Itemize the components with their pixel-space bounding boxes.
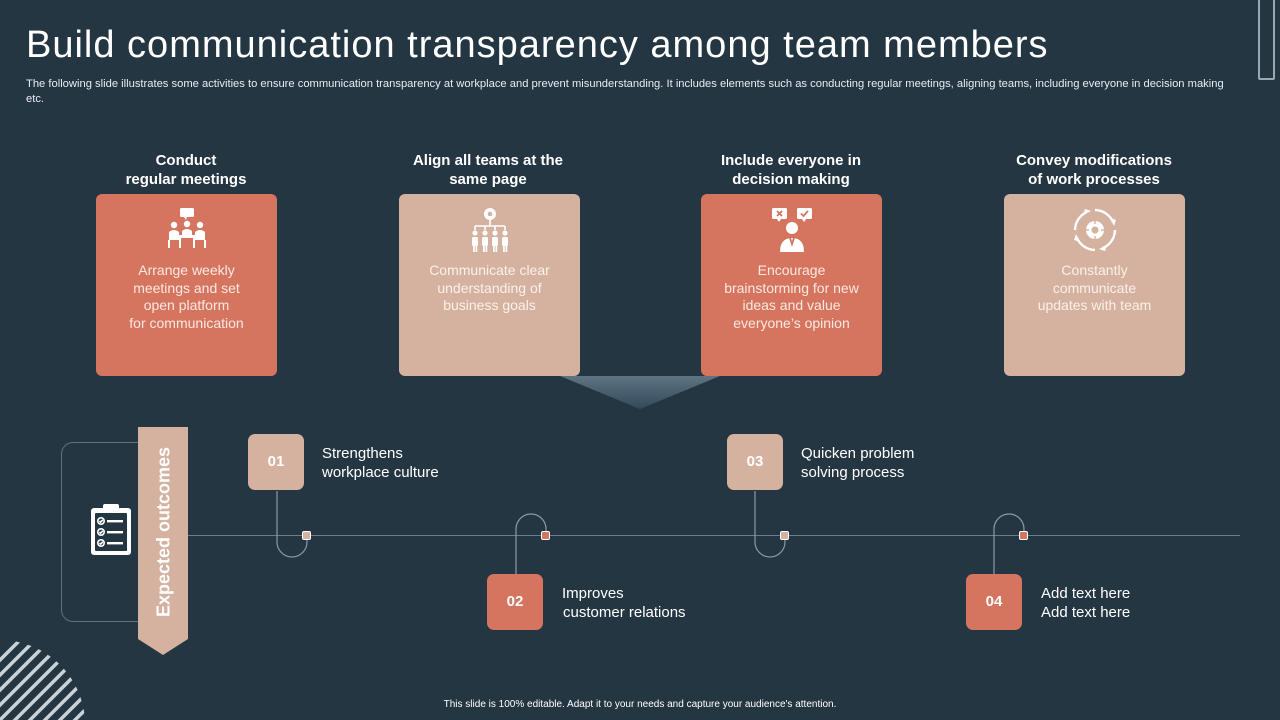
process-cycle-icon bbox=[1073, 208, 1116, 252]
activity-heading-3: Include everyone in decision making bbox=[720, 152, 862, 188]
footer-note: This slide is 100% editable. Adapt it to… bbox=[443, 699, 837, 710]
decorative-stripes bbox=[0, 640, 85, 720]
activity-description-4: Constantly communicate updates with team bbox=[1037, 262, 1152, 313]
expected-outcomes-label: Expected outcomes bbox=[153, 446, 174, 618]
outcome-text-2: Improves customer relations bbox=[562, 585, 686, 621]
timeline-marker-4 bbox=[1019, 531, 1028, 540]
activity-heading-2: Align all teams at the same page bbox=[412, 152, 564, 188]
timeline-axis bbox=[188, 535, 1240, 536]
corner-decoration bbox=[1258, 0, 1275, 80]
outcome-number-3: 03 bbox=[727, 434, 783, 490]
outcome-number-4: 04 bbox=[966, 574, 1022, 630]
outcome-text-1: Strengthens workplace culture bbox=[322, 445, 439, 481]
timeline-marker-3 bbox=[780, 531, 789, 540]
outcome-text-4: Add text here Add text here bbox=[1041, 585, 1131, 621]
chevron-down-pointer bbox=[560, 376, 720, 409]
outcome-text-3: Quicken problem solving process bbox=[801, 445, 915, 481]
activity-card-align-teams: Communicate clear understanding of busin… bbox=[399, 194, 580, 376]
slide-subtitle: The following slide illustrates some act… bbox=[26, 78, 1224, 105]
meeting-icon bbox=[167, 208, 206, 248]
decision-icon bbox=[771, 208, 812, 252]
activity-heading-1: Conduct regular meetings bbox=[125, 152, 247, 188]
outcome-number-2: 02 bbox=[487, 574, 543, 630]
slide-title: Build communication transparency among t… bbox=[26, 24, 1049, 66]
team-hierarchy-icon bbox=[471, 208, 508, 252]
activity-card-meetings: Arrange weekly meetings and set open pla… bbox=[96, 194, 277, 376]
timeline-marker-1 bbox=[302, 531, 311, 540]
outcome-number-1: 01 bbox=[248, 434, 304, 490]
expected-outcomes-banner bbox=[138, 427, 188, 655]
outcomes-bracket bbox=[61, 442, 171, 622]
clipboard-checklist-icon bbox=[91, 504, 131, 555]
activity-description-2: Communicate clear understanding of busin… bbox=[429, 262, 550, 313]
activity-card-work-processes: Constantly communicate updates with team bbox=[1004, 194, 1185, 376]
activity-card-decision-making: Encourage brainstorming for new ideas an… bbox=[701, 194, 882, 376]
activity-heading-4: Convey modifications of work processes bbox=[1016, 152, 1172, 188]
activity-description-3: Encourage brainstorming for new ideas an… bbox=[724, 262, 859, 331]
timeline-marker-2 bbox=[541, 531, 550, 540]
activity-description-1: Arrange weekly meetings and set open pla… bbox=[129, 262, 244, 331]
